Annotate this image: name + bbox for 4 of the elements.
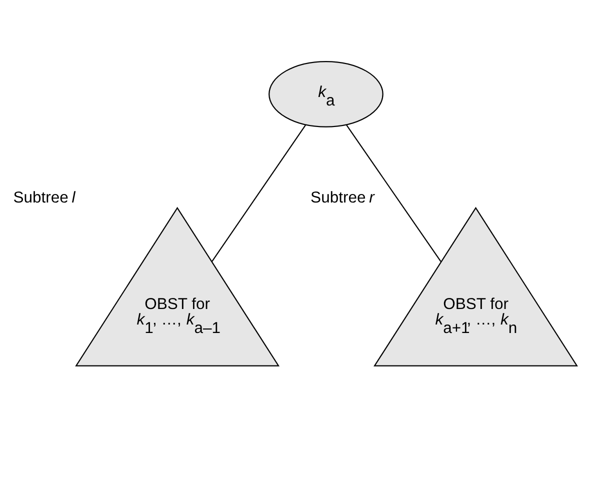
node-label: Subtree r (310, 189, 374, 206)
connector (211, 124, 306, 262)
connector (346, 124, 442, 262)
node-label: Subtree l (13, 189, 76, 206)
